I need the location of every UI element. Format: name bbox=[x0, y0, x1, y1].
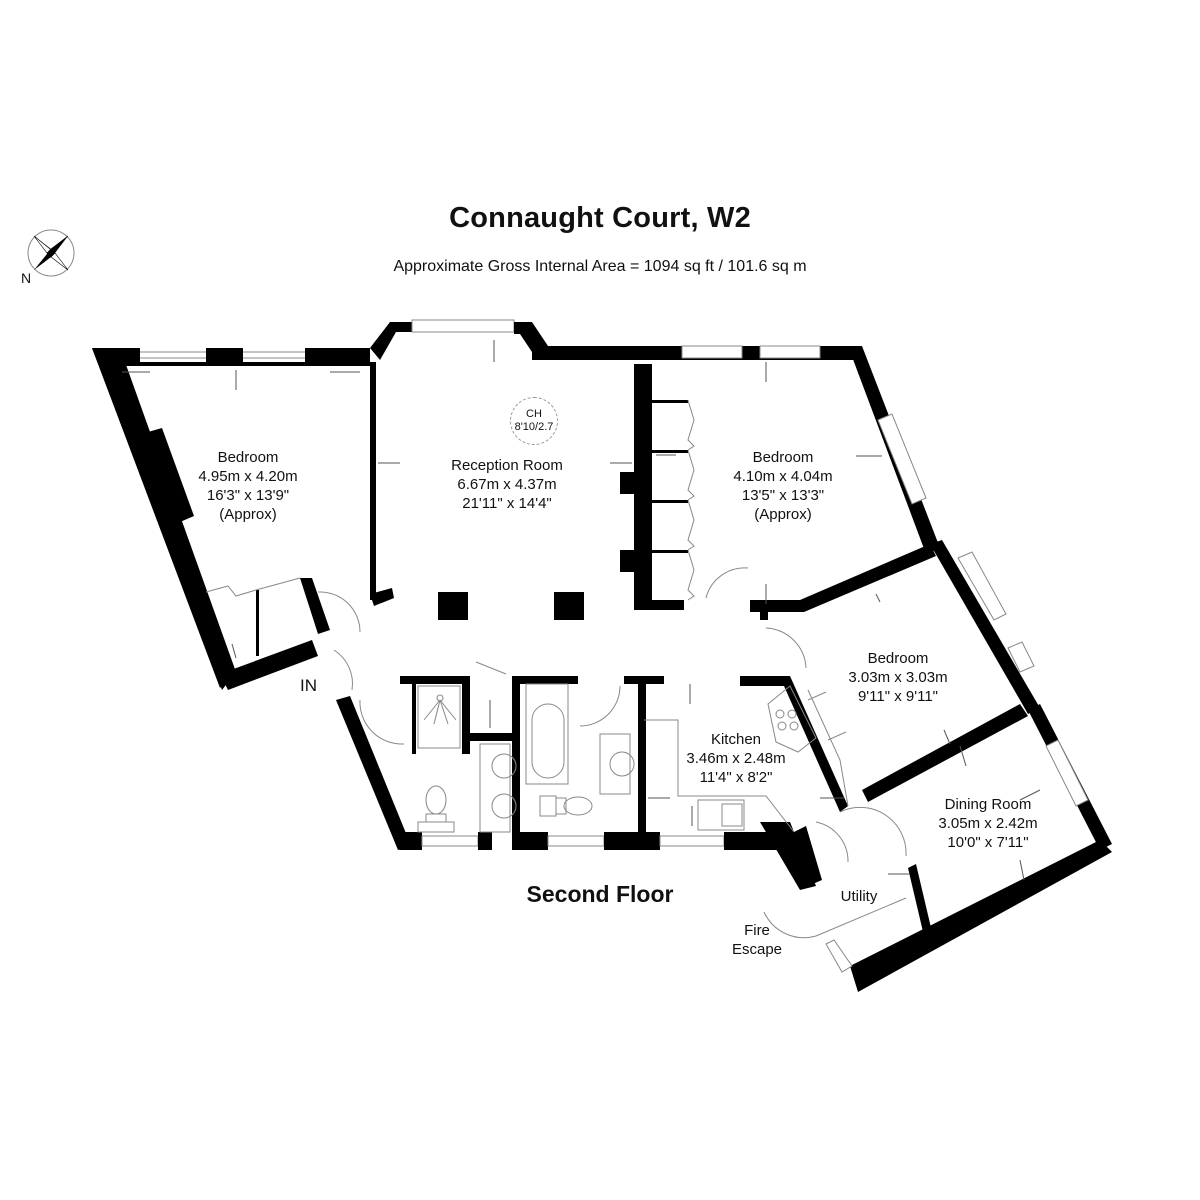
room-kitchen: Kitchen 3.46m x 2.48m 11'4" x 8'2" bbox=[686, 730, 785, 787]
room-imperial: 10'0" x 7'11" bbox=[947, 834, 1029, 851]
room-note: (Approx) bbox=[219, 506, 277, 523]
room-imperial: 13'5" x 13'3" bbox=[741, 487, 825, 504]
entrance-label: IN bbox=[300, 676, 317, 695]
room-bedroom-3: Bedroom 3.03m x 3.03m 9'11" x 9'11" bbox=[848, 649, 947, 706]
room-name: Reception Room bbox=[451, 457, 563, 474]
fire-escape-label: Fire Escape bbox=[732, 921, 782, 959]
compass-north-label: N bbox=[21, 270, 32, 286]
room-note: (Approx) bbox=[754, 506, 812, 523]
room-metric: 3.05m x 2.42m bbox=[938, 815, 1038, 832]
room-metric: 3.03m x 3.03m bbox=[848, 669, 948, 686]
room-name: Kitchen bbox=[710, 731, 762, 748]
room-utility: Utility bbox=[841, 887, 878, 906]
floor-label: Second Floor bbox=[526, 881, 674, 907]
room-name: Bedroom bbox=[217, 449, 279, 466]
plan-title: Connaught Court, W2 bbox=[449, 202, 751, 234]
room-imperial: 21'11" x 14'4" bbox=[462, 495, 552, 512]
room-dining: Dining Room 3.05m x 2.42m 10'0" x 7'11" bbox=[938, 795, 1037, 852]
fire-escape-line-2: Escape bbox=[731, 941, 783, 958]
room-bedroom-2: Bedroom 4.10m x 4.04m 13'5" x 13'3" (App… bbox=[733, 448, 832, 524]
room-metric: 3.46m x 2.48m bbox=[686, 750, 786, 767]
room-name: Utility bbox=[840, 888, 878, 905]
room-metric: 6.67m x 4.37m bbox=[457, 476, 557, 493]
room-name: Bedroom bbox=[752, 449, 814, 466]
compass-rose-icon bbox=[27, 229, 75, 277]
fire-escape-line-1: Fire bbox=[744, 922, 770, 939]
room-reception: Reception Room 6.67m x 4.37m 21'11" x 14… bbox=[451, 456, 563, 513]
walls bbox=[92, 319, 1112, 992]
ceiling-height-badge: CH 8'10/2.7 bbox=[510, 397, 558, 445]
room-metric: 4.10m x 4.04m bbox=[733, 468, 833, 485]
ceiling-height-value: 8'10/2.7 bbox=[514, 421, 554, 433]
dimension-arrows bbox=[122, 340, 1041, 881]
room-imperial: 9'11" x 9'11" bbox=[857, 688, 939, 705]
room-imperial: 11'4" x 8'2" bbox=[699, 769, 773, 786]
room-metric: 4.95m x 4.20m bbox=[198, 468, 298, 485]
fixtures bbox=[205, 399, 907, 939]
room-bedroom-1: Bedroom 4.95m x 4.20m 16'3" x 13'9" (App… bbox=[198, 448, 297, 524]
ceiling-height-label: CH bbox=[526, 408, 542, 420]
gross-internal-area: Approximate Gross Internal Area = 1094 s… bbox=[393, 258, 807, 275]
room-name: Dining Room bbox=[944, 796, 1032, 813]
room-imperial: 16'3" x 13'9" bbox=[206, 487, 290, 504]
room-name: Bedroom bbox=[867, 650, 929, 667]
